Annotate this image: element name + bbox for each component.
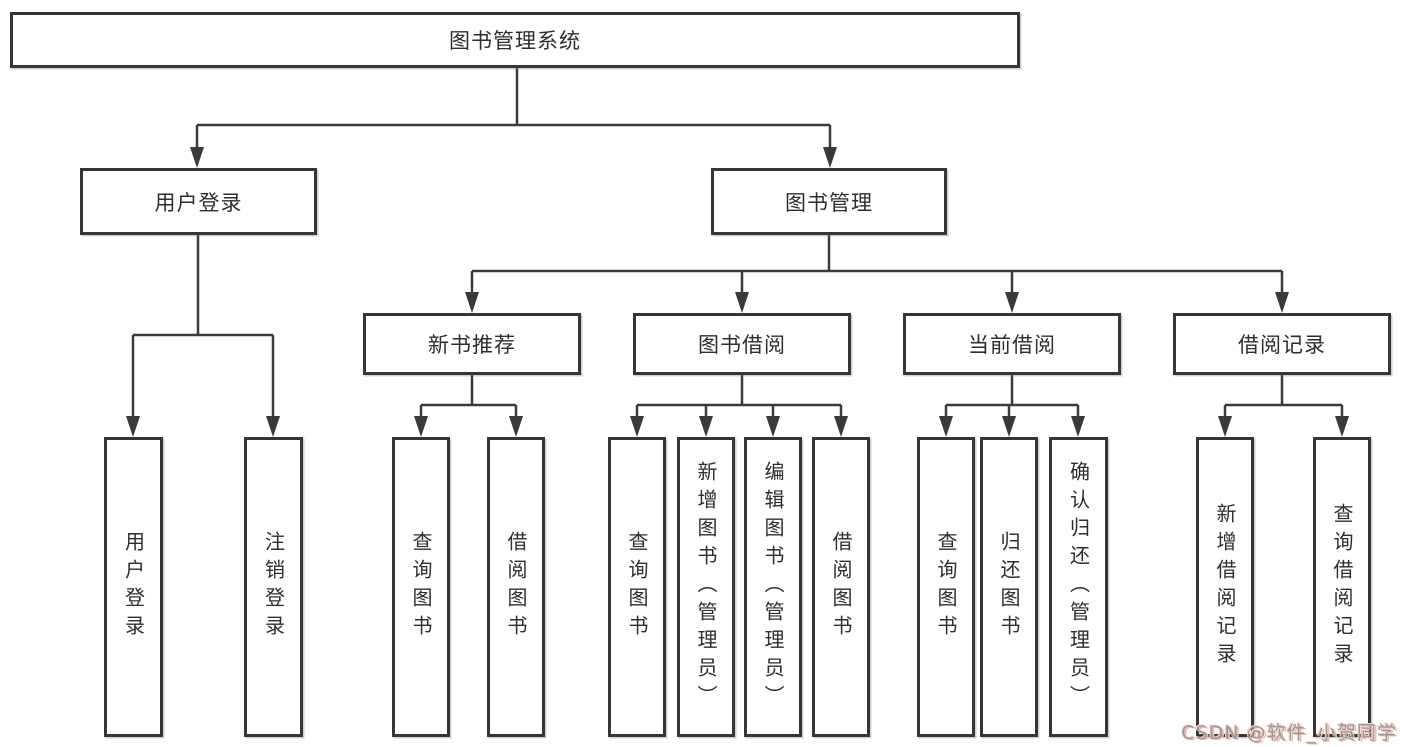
node-label: 借阅图书: [504, 531, 528, 643]
leaf-add-borrow-record: 新增借阅记录: [1196, 437, 1254, 737]
node-label: 借阅记录: [1238, 333, 1326, 357]
node-label: 图书管理: [785, 190, 873, 215]
node-current-borrow: 当前借阅: [903, 313, 1121, 375]
node-label: 注销登录: [261, 531, 286, 643]
node-new-book-recommend: 新书推荐: [363, 313, 581, 375]
node-label: 确认归还（管理员）: [1066, 461, 1091, 713]
leaf-current-query-book: 查询图书: [917, 437, 975, 737]
leaf-recommend-query-book: 查询图书: [392, 437, 450, 737]
node-book-management: 图书管理: [711, 168, 947, 235]
leaf-borrow-book: 借阅图书: [812, 437, 870, 737]
node-root-system: 图书管理系统: [10, 12, 1020, 68]
csdn-watermark: CSDN @软件_小贺同学: [1181, 722, 1397, 744]
leaf-edit-book-admin: 编辑图书（管理员）: [744, 437, 802, 737]
leaf-logout: 注销登录: [244, 437, 303, 737]
leaf-user-login: 用户登录: [104, 437, 163, 737]
node-label: 图书管理系统: [449, 29, 581, 53]
leaf-recommend-borrow-book: 借阅图书: [487, 437, 545, 737]
leaf-query-borrow-record: 查询借阅记录: [1313, 437, 1371, 737]
node-borrow-records: 借阅记录: [1173, 313, 1391, 375]
node-label: 新书推荐: [428, 333, 516, 357]
node-label: 归还图书: [997, 531, 1021, 643]
node-label: 编辑图书（管理员）: [761, 461, 785, 713]
node-label: 用户登录: [121, 531, 146, 643]
node-book-borrow: 图书借阅: [633, 313, 851, 375]
node-label: 图书借阅: [698, 333, 786, 357]
node-label: 新增图书（管理员）: [694, 461, 718, 713]
node-label: 查询图书: [409, 531, 433, 643]
leaf-borrow-query-book: 查询图书: [608, 437, 666, 737]
node-label: 新增借阅记录: [1213, 503, 1237, 671]
node-label: 用户登录: [154, 190, 243, 215]
node-label: 查询借阅记录: [1330, 503, 1354, 671]
node-label: 查询图书: [934, 531, 958, 643]
leaf-add-book-admin: 新增图书（管理员）: [677, 437, 735, 737]
leaf-confirm-return-admin: 确认归还（管理员）: [1049, 437, 1108, 737]
node-label: 当前借阅: [968, 333, 1056, 357]
node-label: 查询图书: [625, 531, 649, 643]
node-user-login: 用户登录: [80, 168, 317, 235]
node-label: 借阅图书: [829, 531, 853, 643]
leaf-return-book: 归还图书: [980, 437, 1038, 737]
